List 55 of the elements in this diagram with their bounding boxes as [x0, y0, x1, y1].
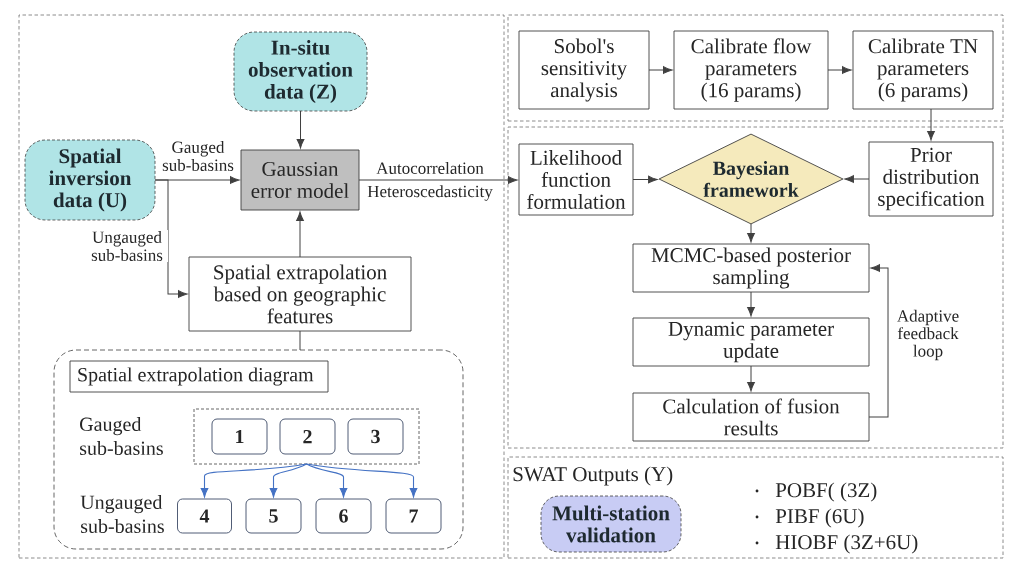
- process-box: Spatial extrapolation based on geographic features: [188, 256, 412, 332]
- edge-label: Autocorrelation: [375, 161, 485, 175]
- heading-box: Spatial extrapolation diagram: [69, 360, 329, 393]
- text-label: Heteroscedasticity: [367, 185, 493, 201]
- dashed-panel: [507, 126, 1004, 449]
- sub-basin-box: 2: [279, 418, 336, 455]
- process-box: Sobol's sensitivity analysis: [518, 30, 650, 110]
- sub-basin-box: 1: [211, 418, 268, 455]
- curved-arrow: [305, 463, 418, 498]
- sub-basin-box: 5: [245, 498, 302, 534]
- edge-label: Ungauged sub-basins: [86, 230, 168, 262]
- arrow: [747, 365, 755, 392]
- curved-arrow: [200, 463, 308, 498]
- process-box: Calculation of fusion results: [632, 392, 870, 442]
- dashed-panel: [18, 14, 505, 559]
- process-box: Prior distribution specification: [868, 141, 994, 217]
- edge-label: Adaptive feedback loop: [891, 308, 965, 362]
- row-label: Ungauged sub-basins: [80, 494, 164, 534]
- list-item: PIBF (6U): [775, 508, 864, 528]
- dashed-panel: [507, 14, 1004, 122]
- list-item: HIOBF (3Z+6U): [775, 534, 918, 554]
- arrow: [868, 264, 889, 418]
- sub-basin-box: 6: [315, 498, 372, 534]
- arrow: [358, 176, 518, 184]
- arrow: [927, 108, 935, 141]
- arrow: [296, 110, 305, 149]
- arrow: [296, 211, 304, 258]
- process-box: MCMC-based posterior sampling: [632, 243, 870, 293]
- row-label: Gauged sub-basins: [80, 416, 163, 456]
- process-box: Likelihood function formulation: [518, 143, 634, 216]
- rounded-data-box: Spatial inversion data (U): [24, 139, 156, 221]
- edge-label: Gauged sub-basins: [157, 140, 239, 172]
- arrow: [827, 66, 852, 74]
- process-box: Dynamic parameter update: [632, 317, 870, 367]
- curved-arrow: [269, 463, 308, 498]
- curved-arrow: [305, 463, 348, 498]
- rounded-data-box: In-situ observation data (Z): [233, 31, 368, 112]
- arrow: [747, 291, 755, 317]
- sub-basin-box: 4: [177, 498, 232, 534]
- rounded-box: Multi-station validation: [540, 495, 682, 553]
- process-box: Calibrate flow parameters (16 params): [673, 30, 829, 110]
- connector-line: [299, 330, 301, 351]
- sub-basin-box: 7: [385, 498, 442, 534]
- panel-heading: SWAT Outputs (Y): [513, 466, 673, 486]
- process-box: Gaussian error model: [240, 149, 360, 211]
- dashed-container: [53, 349, 464, 550]
- arrow: [648, 66, 673, 74]
- arrow: [154, 179, 188, 298]
- sub-basin-box: 3: [347, 418, 404, 455]
- arrow: [632, 175, 658, 184]
- process-box: Calibrate TN parameters (6 params): [852, 30, 994, 110]
- dashed-group-box: [193, 408, 420, 465]
- list-item: POBF( (3Z): [775, 482, 877, 502]
- arrow: [844, 175, 870, 183]
- arrow: [747, 223, 755, 243]
